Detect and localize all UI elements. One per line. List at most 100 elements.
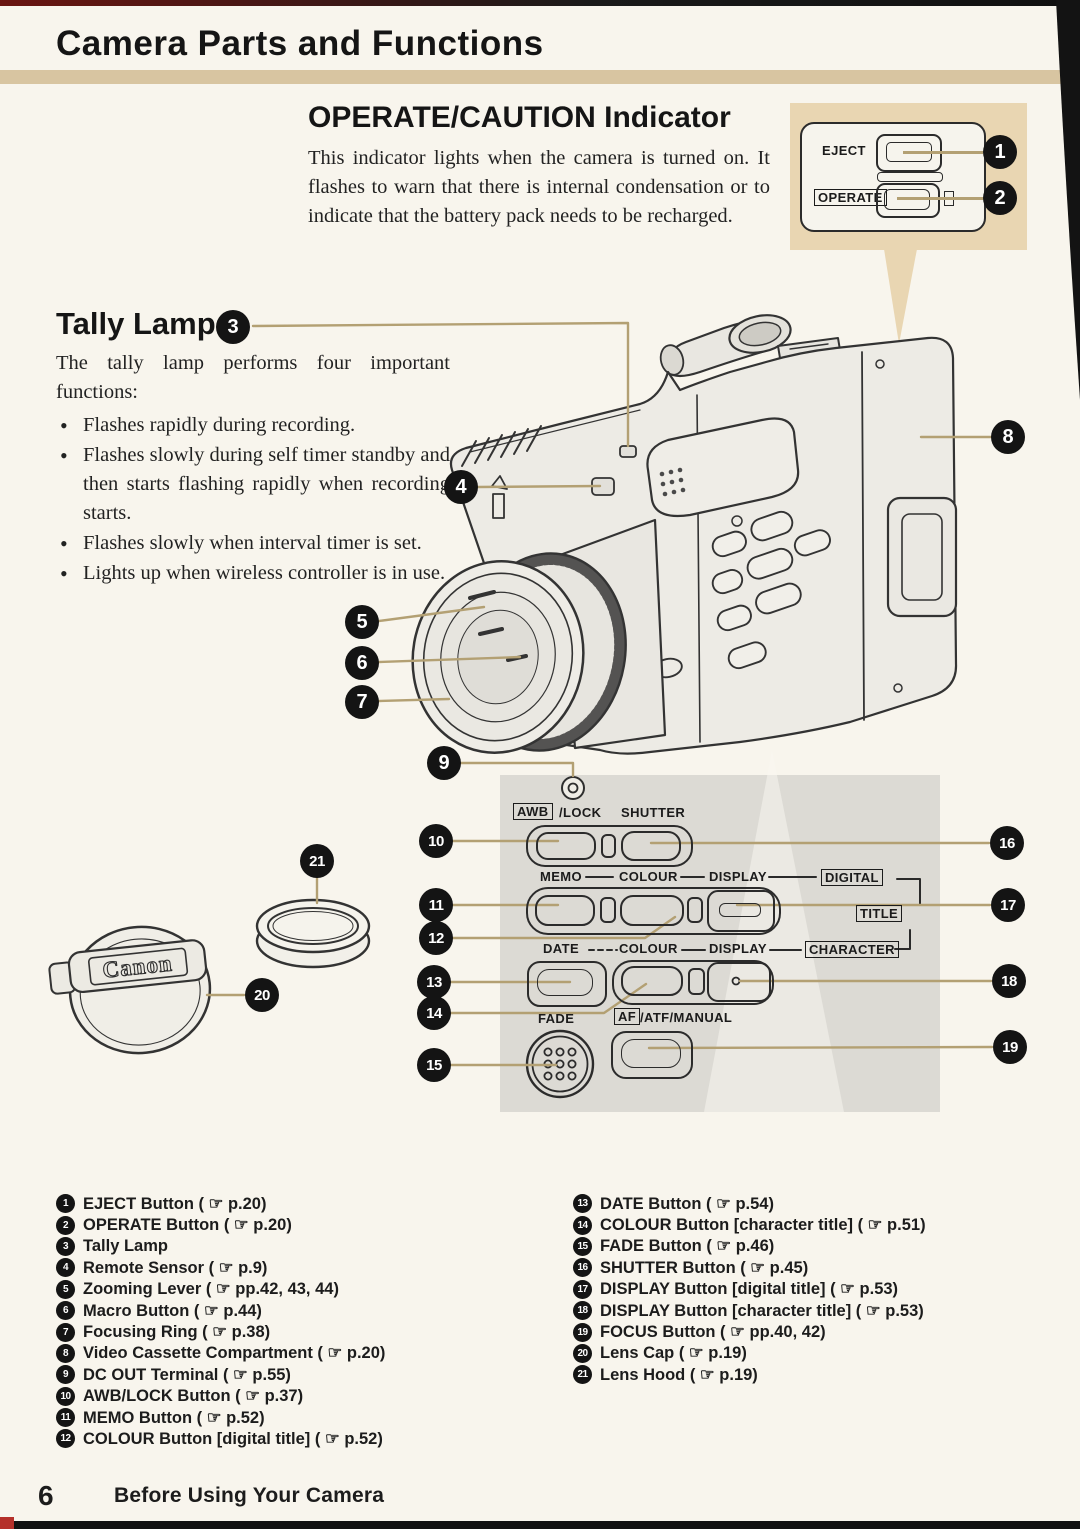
- callout-14: 14: [417, 996, 451, 1030]
- tally-lamp-part: [619, 445, 637, 458]
- tally-bullet: Lights up when wireless controller is in…: [56, 559, 450, 588]
- tally-bullet: Flashes rapidly during recording.: [56, 411, 450, 440]
- date-label: DATE: [543, 941, 580, 956]
- cassette-door: [886, 496, 958, 618]
- callout-19: 19: [993, 1030, 1027, 1064]
- callout-21: 21: [300, 844, 334, 878]
- callout-10: 10: [419, 824, 453, 858]
- callout-17: 17: [991, 888, 1025, 922]
- callout-11: 11: [419, 888, 453, 922]
- display-digital-button: [707, 890, 775, 932]
- focus-button: [611, 1031, 693, 1079]
- focus-button-inner: [621, 1039, 681, 1068]
- row2-divider-b: [687, 897, 703, 923]
- page-title: Camera Parts and Functions: [56, 24, 544, 63]
- callout-8: 8: [991, 420, 1025, 454]
- leader-line-1: [903, 151, 983, 154]
- callout-12: 12: [419, 921, 453, 955]
- memo-label: MEMO: [540, 869, 583, 884]
- display3-label: DISPLAY: [709, 941, 767, 956]
- awb-shutter-group: [526, 825, 693, 867]
- footer-section-title: Before Using Your Camera: [114, 1484, 385, 1507]
- row3-divider: [688, 968, 705, 995]
- page-edge-shadow: [1056, 0, 1080, 400]
- title-label: TITLE: [856, 905, 903, 922]
- callout-7: 7: [345, 685, 379, 719]
- shutter-button: [621, 831, 681, 861]
- callout-15: 15: [417, 1048, 451, 1082]
- colour-display-group: [612, 960, 774, 1005]
- display2-label: DISPLAY: [709, 869, 767, 884]
- panel-highlight-wedge: [704, 750, 844, 1112]
- operate-button-inner: [884, 189, 930, 210]
- callout-2: 2: [983, 181, 1017, 215]
- tally-lamp-bullet-list: Flashes rapidly during recording. Flashe…: [56, 411, 450, 588]
- colour2-label: COLOUR: [619, 869, 678, 884]
- callout-6: 6: [345, 646, 379, 680]
- title-divider-bar: [0, 70, 1080, 84]
- row1-divider: [601, 834, 616, 858]
- callout-1: 1: [983, 135, 1017, 169]
- shutter-label: SHUTTER: [621, 805, 686, 820]
- label-connectors: [585, 876, 921, 951]
- callout-18: 18: [992, 964, 1026, 998]
- memo-colour-display-group: [526, 887, 781, 935]
- tally-lamp-intro: The tally lamp performs four important f…: [56, 352, 450, 403]
- af-label: AF: [614, 1008, 641, 1025]
- lens-hood-illustration: [255, 898, 371, 969]
- awb-lock-button: [536, 832, 596, 860]
- operate-caution-heading: OPERATE/CAUTION Indicator: [308, 101, 731, 134]
- callout-3: 3: [216, 310, 250, 344]
- microphone: [646, 417, 800, 518]
- tally-lamp-heading: Tally Lamp: [56, 306, 216, 341]
- fade-label: FADE: [538, 1011, 575, 1026]
- digital-label: DIGITAL: [821, 869, 883, 886]
- tally-bullet: Flashes slowly when interval timer is se…: [56, 529, 450, 558]
- callout-9: 9: [427, 746, 461, 780]
- camera-illustration: [411, 314, 958, 755]
- callout-4: 4: [444, 470, 478, 504]
- operate-button: [876, 183, 940, 218]
- atf-manual-label: /ATF/MANUAL: [640, 1010, 733, 1025]
- operate-label: OPERATE: [814, 189, 887, 206]
- callout-16: 16: [990, 826, 1024, 860]
- date-button-inner: [537, 969, 593, 996]
- leader-line-2: [897, 197, 984, 200]
- colour3-label: COLOUR: [619, 941, 678, 956]
- date-button: [527, 961, 607, 1007]
- tally-bullet: Flashes slowly during self timer standby…: [56, 441, 450, 528]
- callout-20: 20: [245, 978, 279, 1012]
- character-label: CHARACTER: [805, 941, 899, 958]
- colour-character-button: [621, 966, 683, 996]
- lens-cap-illustration: Canon: [48, 925, 212, 1055]
- colour-digital-button: [620, 895, 684, 926]
- bottom-left-red-mark: [0, 1517, 14, 1529]
- display-character-button: [707, 962, 771, 1002]
- tally-lamp-text: The tally lamp performs four important f…: [56, 349, 450, 589]
- inset-slot: [877, 172, 943, 182]
- callout-5: 5: [345, 605, 379, 639]
